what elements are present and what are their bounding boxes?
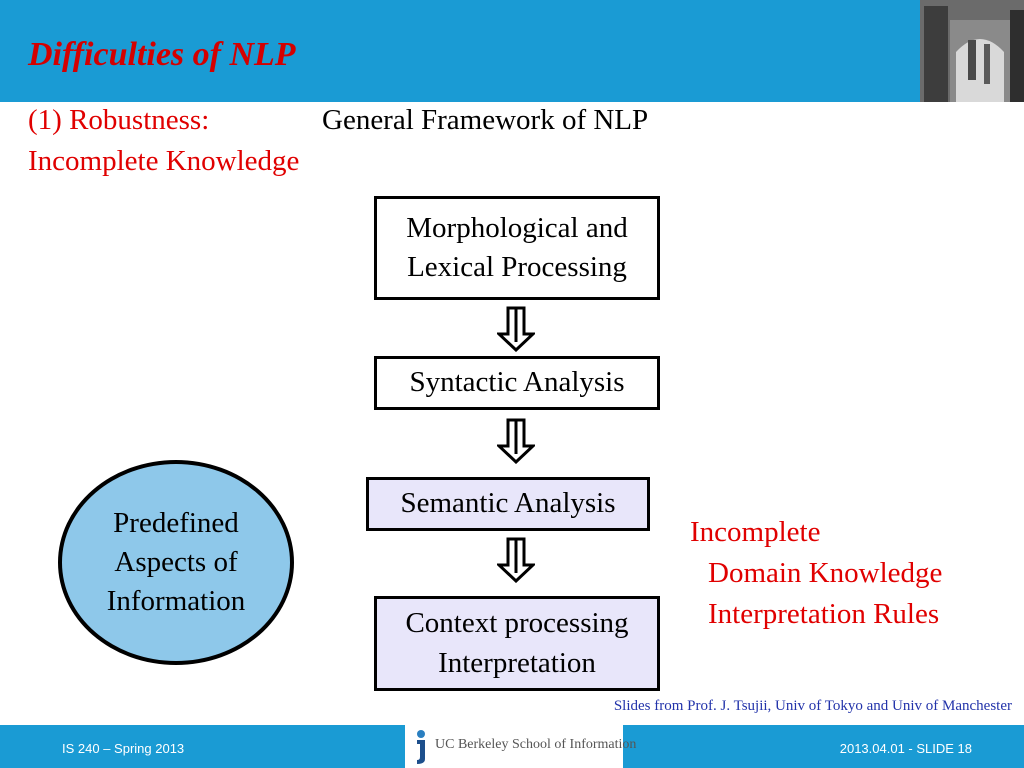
domain-knowledge-label: Domain Knowledge	[708, 557, 943, 589]
predefined-aspects-ellipse: Predefined Aspects of Information	[58, 460, 294, 665]
logo-text: UC Berkeley School of Information	[435, 737, 637, 752]
subtitle-incomplete-knowledge: Incomplete Knowledge	[28, 145, 300, 177]
subtitle-robustness: (1) Robustness:	[28, 104, 210, 136]
slide-credit: Slides from Prof. J. Tsujii, Univ of Tok…	[613, 698, 1012, 714]
box3-label: Semantic Analysis	[400, 487, 616, 520]
ellipse-line1: Predefined	[113, 506, 239, 539]
double-down-arrow-icon	[497, 537, 535, 583]
header-bar	[0, 0, 1024, 102]
framework-title: General Framework of NLP	[322, 104, 649, 136]
slide-title: Difficulties of NLP	[28, 36, 296, 73]
ischool-logo-icon	[417, 730, 425, 764]
box4-line2: Interpretation	[438, 646, 596, 679]
building-photo	[920, 0, 1024, 102]
box-semantic-analysis: Semantic Analysis	[366, 477, 650, 531]
interpretation-rules-label: Interpretation Rules	[708, 598, 940, 630]
box1-line1: Morphological and	[406, 211, 628, 244]
incomplete-label: Incomplete	[690, 516, 821, 548]
ucb-ischool-logo: UC Berkeley School of Information	[405, 725, 636, 768]
ellipse-line2: Aspects of	[114, 545, 238, 578]
box2-label: Syntactic Analysis	[409, 366, 625, 399]
ellipse-line3: Information	[106, 585, 246, 618]
slide-number-label: 2013.04.01 - SLIDE 18	[839, 741, 972, 756]
course-label: IS 240 – Spring 2013	[62, 741, 185, 756]
box4-line1: Context processing	[405, 607, 629, 640]
box-syntactic-analysis: Syntactic Analysis	[374, 356, 660, 410]
box-context-processing: Context processing Interpretation	[374, 596, 660, 691]
double-down-arrow-icon	[497, 306, 535, 352]
double-down-arrow-icon	[497, 418, 535, 464]
box1-line2: Lexical Processing	[407, 251, 627, 283]
box-morphological-lexical: Morphological and Lexical Processing	[374, 196, 660, 300]
